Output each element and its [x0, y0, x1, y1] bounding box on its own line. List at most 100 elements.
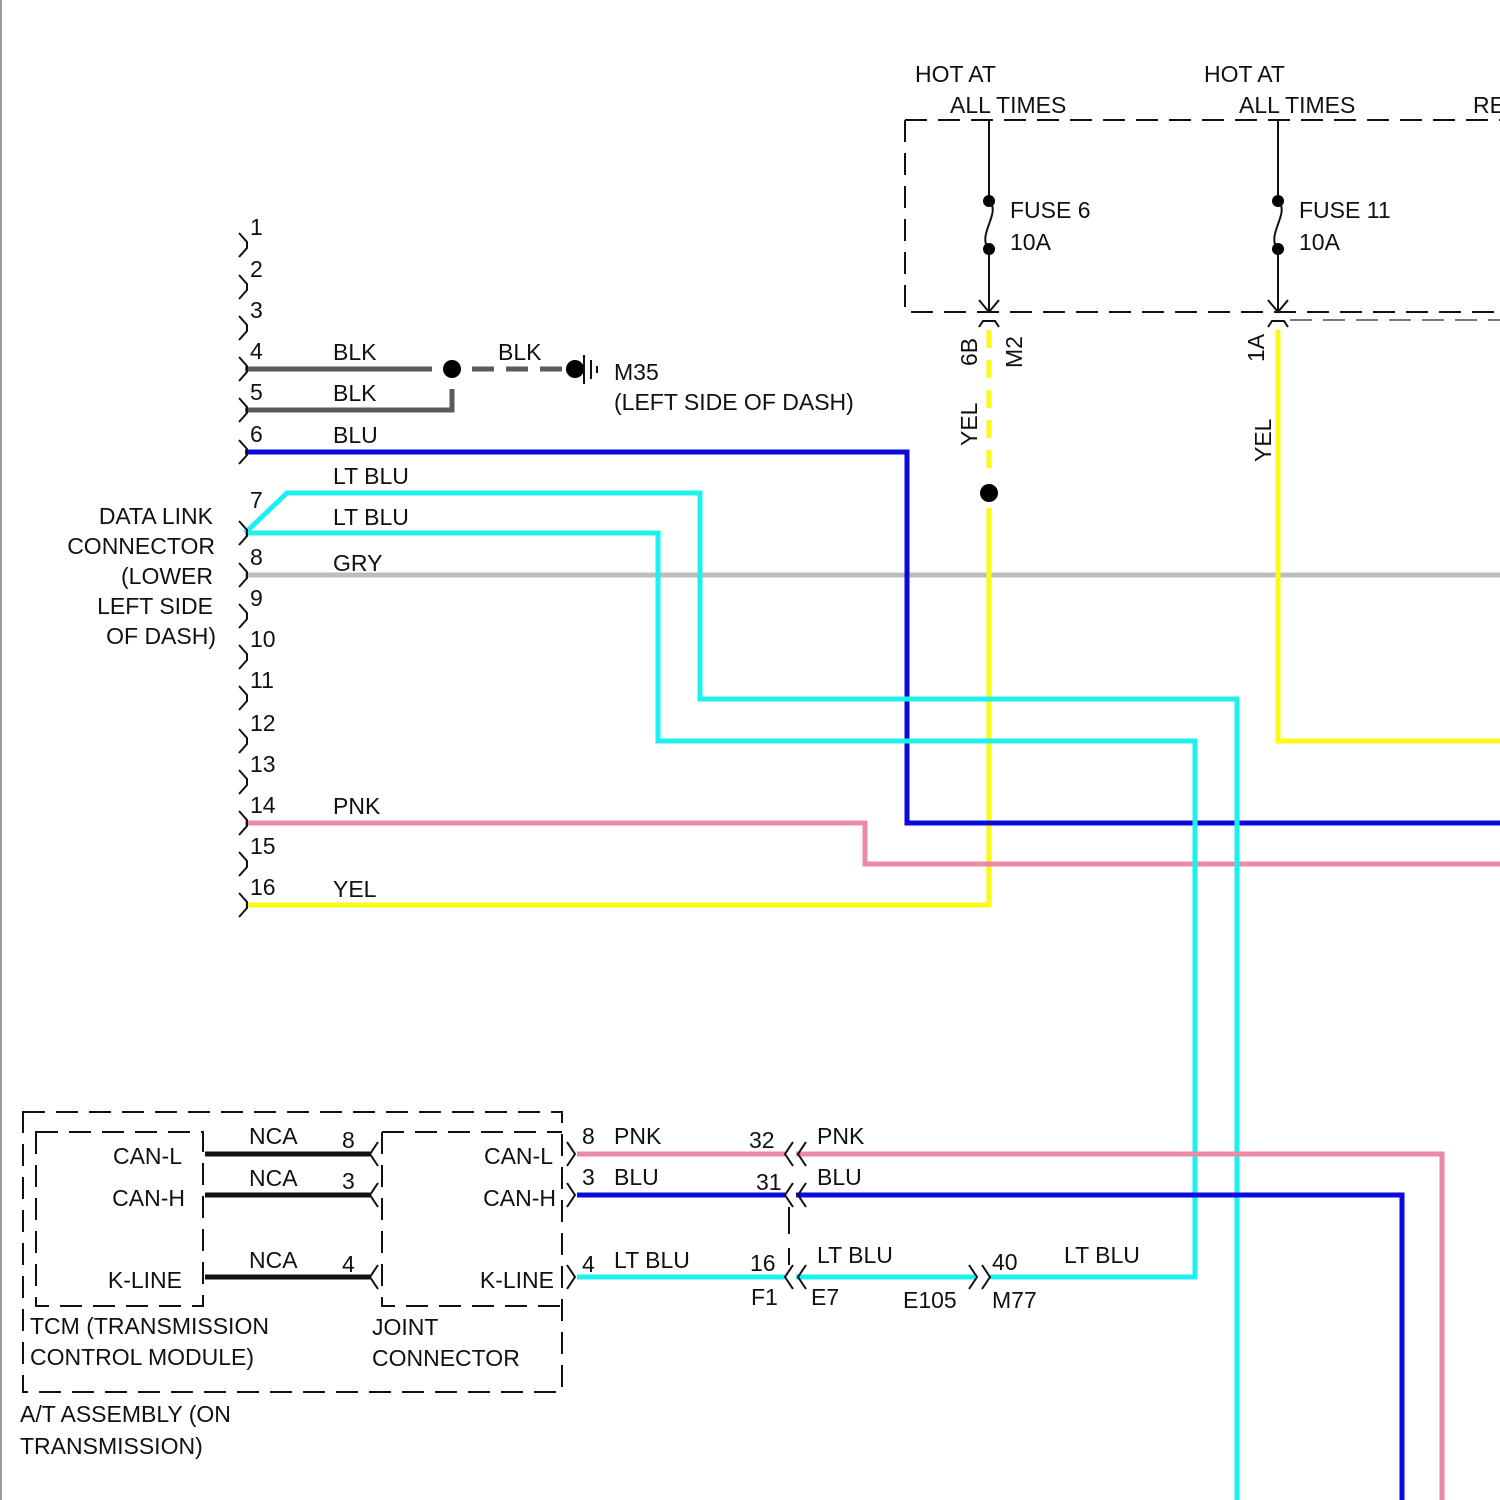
wire-label-pin4: BLK — [333, 339, 377, 365]
dlc-label-line: LEFT SIDE — [97, 593, 213, 619]
connector-pin-icon — [239, 604, 247, 628]
wire-pnk-can-l-2 — [796, 1154, 1442, 1500]
connector-pin-icon — [239, 316, 247, 340]
dlc-pin-number: 5 — [250, 379, 263, 405]
dlc-pin-number: 16 — [250, 874, 276, 900]
fuse-11-name: FUSE 11 — [1299, 197, 1391, 223]
dlc-pin-number: 4 — [250, 338, 263, 364]
connector-pin-icon — [239, 233, 247, 257]
dlc-pin-number: 8 — [250, 544, 263, 570]
nca-pin: 3 — [342, 1168, 355, 1194]
splice-dot — [443, 360, 461, 378]
nca-label: NCA — [249, 1123, 298, 1149]
dlc-wire-labels: BLK BLK BLU LT BLU LT BLU GRY PNK YEL — [333, 339, 409, 902]
dlc-pin-number: 1 — [250, 214, 263, 240]
joint-connector-right-pins — [567, 1142, 575, 1289]
wire-blu-can-h-2 — [796, 1195, 1402, 1500]
k-line-inline-pin: 16 — [750, 1250, 776, 1276]
inline-connector-f1-e7 — [785, 1142, 806, 1289]
k-line-connector-left: F1 — [751, 1284, 778, 1310]
fuse-6-rating: 10A — [1010, 229, 1052, 255]
fuse-6-name: FUSE 6 — [1010, 197, 1091, 223]
fuse-6-connector: M2 — [1001, 336, 1027, 368]
fuse-11-rating: 10A — [1299, 229, 1341, 255]
connector-pin-icon — [239, 852, 247, 876]
ground-id: M35 — [614, 359, 659, 385]
at-assembly-label: TRANSMISSION) — [20, 1433, 203, 1459]
hot-label-1-line1: HOT AT — [915, 61, 996, 87]
joint-label: CONNECTOR — [372, 1345, 520, 1371]
k-line-color2: LT BLU — [817, 1242, 893, 1268]
hot-label-1-line2: ALL TIMES — [950, 92, 1066, 118]
wire-label-pin6: BLU — [333, 422, 378, 448]
can-l-color: PNK — [614, 1123, 662, 1149]
wire-label-pin7a: LT BLU — [333, 463, 409, 489]
nca-label: NCA — [249, 1247, 298, 1273]
fuse-icon — [985, 201, 993, 249]
wire-label-pin8: GRY — [333, 550, 382, 576]
connector-pin-icon — [1268, 321, 1288, 327]
tcm-pin-k-line: K-LINE — [108, 1267, 182, 1293]
ground-location: (LEFT SIDE OF DASH) — [614, 389, 854, 415]
tcm-pin-can-h: CAN-H — [112, 1185, 185, 1211]
tcm-label: CONTROL MODULE) — [30, 1344, 254, 1370]
dlc-label: DATA LINK CONNECTOR (LOWER LEFT SIDE OF … — [67, 503, 216, 649]
dlc-pin-number: 15 — [250, 833, 276, 859]
k-line-conn2-pin: 40 — [992, 1249, 1018, 1275]
joint-label: JOINT — [372, 1314, 438, 1340]
k-line-conn2-right: M77 — [992, 1287, 1037, 1313]
dlc-pin-number: 10 — [250, 626, 276, 652]
nca-pin: 4 — [342, 1251, 355, 1277]
dlc-label-line: CONNECTOR — [67, 533, 215, 559]
connector-pin-icon — [239, 770, 247, 794]
dlc-label-line: (LOWER — [121, 563, 213, 589]
k-line-color: LT BLU — [614, 1247, 690, 1273]
can-h-pin: 3 — [582, 1164, 595, 1190]
wire-label-pin14: PNK — [333, 793, 381, 819]
dlc-label-line: DATA LINK — [99, 503, 214, 529]
dlc-pin-number: 3 — [250, 297, 263, 323]
wire-yel-fuse11 — [1278, 330, 1500, 741]
k-line-color3: LT BLU — [1064, 1242, 1140, 1268]
can-h-inline-pin: 31 — [756, 1169, 782, 1195]
fuse-11: FUSE 11 10A — [1268, 120, 1391, 327]
fuse-6-terminal: 6B — [956, 338, 982, 366]
wire-label-pin5: BLK — [333, 380, 377, 406]
joint-pin-can-h: CAN-H — [483, 1185, 556, 1211]
hot-label-3-partial: RE — [1473, 92, 1500, 118]
can-h-color2: BLU — [817, 1164, 862, 1190]
tcm-label: TCM (TRANSMISSION — [30, 1313, 269, 1339]
wire-label-pin16: YEL — [333, 876, 377, 902]
can-l-pin: 8 — [582, 1123, 595, 1149]
joint-connector-left-pins — [370, 1142, 378, 1289]
fuse-6-wire-color: YEL — [956, 402, 982, 446]
dlc-pin-number: 6 — [250, 421, 263, 447]
dlc-pin-number: 9 — [250, 585, 263, 611]
connector-pin-icon — [239, 729, 247, 753]
at-assembly: CAN-L CAN-H K-LINE NCA NCA NCA 8 3 4 CAN… — [20, 1112, 575, 1459]
hot-label-2-line2: ALL TIMES — [1239, 92, 1355, 118]
at-assembly-label: A/T ASSEMBLY (ON — [20, 1401, 231, 1427]
fuse-11-wire-color: YEL — [1250, 418, 1276, 462]
connector-pin-icon — [239, 275, 247, 299]
dlc-pin-number: 12 — [250, 710, 276, 736]
hot-label-2-line1: HOT AT — [1204, 61, 1285, 87]
wire-label-pin7b: LT BLU — [333, 504, 409, 530]
splice-dot-yel — [980, 484, 998, 502]
connector-pin-icon — [239, 686, 247, 710]
fuse-block-border — [905, 120, 1500, 312]
tcm-pin-can-l: CAN-L — [113, 1143, 182, 1169]
can-l-inline-pin: 32 — [749, 1127, 775, 1153]
wire-blu-pin6 — [245, 452, 1500, 823]
dlc-pin-number: 14 — [250, 792, 276, 818]
connector-pin-icon — [979, 321, 999, 327]
k-line-connector-right: E7 — [811, 1284, 839, 1310]
k-line-conn2-left: E105 — [903, 1287, 957, 1313]
joint-pin-can-l: CAN-L — [484, 1143, 553, 1169]
connector-pin-icon — [239, 645, 247, 669]
fuse-6: FUSE 6 10A — [979, 120, 1091, 327]
dlc-pin-number: 2 — [250, 256, 263, 282]
wire-pnk-pin14 — [245, 823, 1500, 864]
joint-pin-k-line: K-LINE — [480, 1267, 554, 1293]
